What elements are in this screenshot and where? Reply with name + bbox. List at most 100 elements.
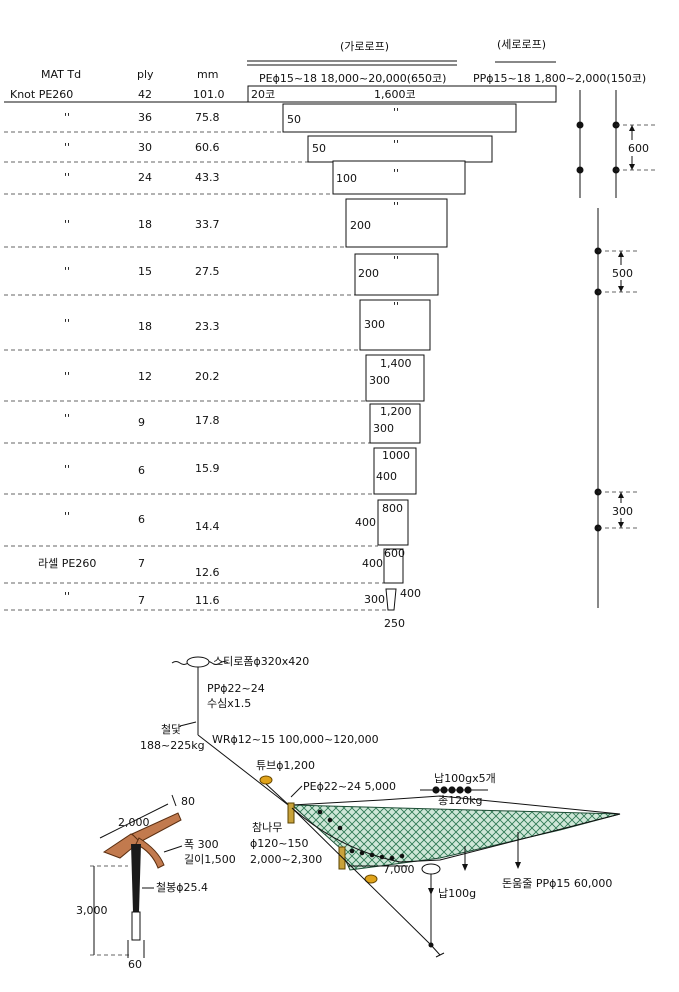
head-rope bbox=[291, 795, 621, 815]
table-row: 라셀 PE260 7 12.6 bbox=[38, 557, 220, 579]
table-row: Knot PE260 42 101.0 bbox=[10, 88, 225, 101]
net-panel bbox=[282, 103, 517, 133]
row-mat: '' bbox=[64, 412, 70, 425]
row-ply: 7 bbox=[138, 594, 145, 607]
oak-beam-icon bbox=[338, 846, 346, 870]
anchor-80-label: 80 bbox=[181, 795, 195, 808]
row-ply: 7 bbox=[138, 557, 145, 570]
row-mm: 12.6 bbox=[195, 566, 220, 579]
dimension-line bbox=[99, 803, 169, 839]
spacing-600: 600 bbox=[628, 142, 649, 155]
lead-weight-dot bbox=[399, 853, 405, 859]
panel-meshes-mid: '' bbox=[393, 138, 399, 151]
oak-label: 참나무 bbox=[252, 821, 282, 834]
row-mm: 75.8 bbox=[195, 111, 220, 124]
horizontal-rope-title: (가로로프) bbox=[340, 40, 389, 53]
lead-weight-dot bbox=[369, 852, 375, 858]
table-row: '' 7 11.6 bbox=[64, 590, 220, 607]
row-mm: 17.8 bbox=[195, 414, 220, 427]
panel-meshes-left: 200 bbox=[350, 219, 371, 232]
oak-beam-icon bbox=[287, 802, 295, 824]
lead-weight-dot bbox=[448, 786, 456, 794]
anchor-detail: 2,000 80 폭 300 길이1,500 철봉ϕ25.4 3,000 60 bbox=[76, 794, 236, 971]
anchor-fluke bbox=[135, 837, 165, 869]
panel-meshes-mid: '' bbox=[393, 167, 399, 180]
net-panels: 20코 1,600코 50 '' 50 '' 100 '' 200 '' 200… bbox=[247, 85, 557, 630]
panel-meshes-mid: 800 bbox=[382, 502, 403, 515]
wire-rope-label: WRϕ12~15 100,000~120,000 bbox=[212, 733, 379, 746]
row-ply: 18 bbox=[138, 320, 152, 333]
panel-meshes-left: 200 bbox=[358, 267, 379, 280]
row-ply: 36 bbox=[138, 111, 152, 124]
purse-rope-arrow bbox=[462, 864, 468, 871]
anchor-arm-top bbox=[131, 812, 182, 843]
table-row: '' 18 23.3 bbox=[64, 317, 220, 333]
tube-label: 튜브ϕ1,200 bbox=[256, 759, 315, 772]
row-ply: 42 bbox=[138, 88, 152, 101]
net-panel bbox=[247, 85, 557, 103]
dim-label-bg bbox=[624, 140, 654, 156]
lead-weight-dot bbox=[432, 786, 440, 794]
panel-meshes-left: 300 bbox=[369, 374, 390, 387]
lead-weight-dot bbox=[389, 855, 395, 861]
net-panel bbox=[383, 548, 404, 584]
anchor-height-label: 3,000 bbox=[76, 904, 108, 917]
oak-diameter-label: ϕ120~150 bbox=[250, 837, 308, 850]
anchor-weight-label: 188~225kg bbox=[140, 739, 205, 752]
panel-meshes-left: 100 bbox=[336, 172, 357, 185]
pp-rope-label: PPϕ22~24 bbox=[207, 682, 265, 695]
panel-meshes-mid: 1000 bbox=[382, 449, 410, 462]
table-row: '' 30 60.6 bbox=[64, 141, 220, 154]
fluke-length-label: 길이1,500 bbox=[184, 853, 236, 866]
row-ply: 15 bbox=[138, 265, 152, 278]
row-mm: 43.3 bbox=[195, 171, 220, 184]
float-icon bbox=[186, 656, 210, 668]
panel-meshes-bottom: 250 bbox=[384, 617, 405, 630]
lead-total-label: 총120kg bbox=[438, 794, 482, 807]
pe-rope-leader bbox=[290, 785, 303, 798]
row-mm: 33.7 bbox=[195, 218, 220, 231]
net-panel bbox=[373, 447, 417, 495]
rope-knot-dot bbox=[576, 121, 584, 129]
panel-meshes-left: 300 bbox=[364, 318, 385, 331]
dim-label-bg bbox=[610, 503, 640, 518]
row-mat: '' bbox=[64, 510, 70, 523]
header-ply: ply bbox=[137, 68, 154, 81]
lead-weight-dot bbox=[379, 854, 385, 860]
row-ply: 6 bbox=[138, 513, 145, 526]
row-mm: 14.4 bbox=[195, 520, 220, 533]
row-mat: '' bbox=[64, 265, 70, 278]
anchor-label: 철닻 bbox=[161, 723, 181, 736]
row-mat: '' bbox=[64, 111, 70, 124]
row-ply: 30 bbox=[138, 141, 152, 154]
row-ply: 6 bbox=[138, 464, 145, 477]
row-mat: '' bbox=[64, 171, 70, 184]
net-panel bbox=[385, 588, 397, 611]
lead-weight-dot bbox=[440, 786, 448, 794]
anchor-shank-end bbox=[131, 911, 141, 941]
panel-meshes-left: 400 bbox=[355, 516, 376, 529]
rope-knot-dot bbox=[576, 166, 584, 174]
bottom-anchor-stub bbox=[430, 944, 441, 956]
spacing-500: 500 bbox=[612, 267, 633, 280]
row-mat: 라셀 PE260 bbox=[38, 557, 96, 570]
table-row: '' 15 27.5 bbox=[64, 265, 220, 278]
row-ply: 18 bbox=[138, 218, 152, 231]
anchor-small-icon bbox=[179, 721, 197, 727]
dimension-tick bbox=[171, 794, 177, 807]
dim-label-bg bbox=[610, 265, 640, 280]
panel-meshes-left: 300 bbox=[373, 422, 394, 435]
panel-meshes-mid: '' bbox=[393, 300, 399, 313]
table-row: '' 6 15.9 bbox=[64, 462, 220, 477]
net-panel bbox=[345, 198, 448, 248]
panel-meshes-mid: 600 bbox=[384, 547, 405, 560]
net-panel bbox=[332, 160, 466, 195]
fluke-leader bbox=[163, 845, 183, 853]
table-row: '' 9 17.8 bbox=[64, 412, 220, 429]
anchor-shank bbox=[131, 844, 141, 912]
row-mm: 15.9 bbox=[195, 462, 220, 475]
row-mat: '' bbox=[64, 590, 70, 603]
net-panel bbox=[377, 499, 409, 546]
purse-rope-arrow bbox=[515, 862, 521, 869]
